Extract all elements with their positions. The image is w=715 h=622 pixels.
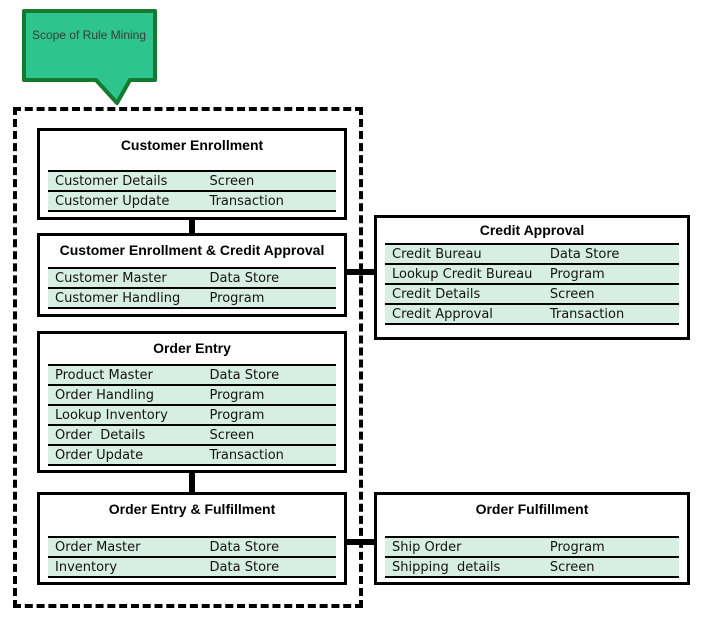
table-row: Shipping details Screen xyxy=(385,558,679,578)
rows-table: Product Master Data Store Order Handling… xyxy=(48,364,336,466)
box-order-fulfillment: Order Fulfillment Ship Order Program Shi… xyxy=(374,492,690,585)
row-name-cell: Customer Details xyxy=(55,173,168,189)
scope-callout-label: Scope of Rule Mining xyxy=(31,28,147,42)
row-name-cell: Customer Update xyxy=(55,193,170,209)
row-name-cell: Shipping details xyxy=(392,559,501,575)
box-customer-enrollment: Customer Enrollment Customer Details Scr… xyxy=(37,128,347,220)
box-customer-enrollment-credit-approval: Customer Enrollment & Credit Approval Cu… xyxy=(37,233,347,317)
rows-table: Customer Details Screen Customer Update … xyxy=(48,170,336,212)
table-row: Product Master Data Store xyxy=(48,366,336,386)
row-type-cell: Data Store xyxy=(549,246,620,262)
row-type-cell: Program xyxy=(209,407,265,423)
row-name-cell: Credit Bureau xyxy=(392,246,482,262)
callout-shape xyxy=(22,9,157,105)
row-name-cell: Ship Order xyxy=(392,539,462,555)
box-title: Credit Approval xyxy=(479,222,585,238)
row-name-cell: Credit Details xyxy=(392,286,481,302)
row-type-cell: Transaction xyxy=(209,193,284,209)
row-type-cell: Transaction xyxy=(549,306,625,322)
table-row: Ship Order Program xyxy=(385,538,679,558)
scope-callout-bubble xyxy=(22,9,157,105)
row-name-cell: Customer Master xyxy=(55,270,167,286)
table-row: Credit Details Screen xyxy=(385,285,679,305)
table-row: Order Details Screen xyxy=(48,426,336,446)
box-title: Customer Enrollment & Credit Approval xyxy=(59,242,325,258)
connector-order-entry-to-oe-fulfillment xyxy=(189,469,195,495)
row-name-cell: Product Master xyxy=(55,367,153,383)
row-name-cell: Inventory xyxy=(55,559,118,575)
row-type-cell: Program xyxy=(549,266,605,282)
connector-customer-enrollment-to-ce-ca xyxy=(189,216,195,237)
row-type-cell: Screen xyxy=(209,173,255,189)
row-name-cell: Lookup Credit Bureau xyxy=(392,266,533,282)
rows-table: Credit Bureau Data Store Lookup Credit B… xyxy=(385,243,679,325)
box-order-entry-fulfillment: Order Entry & Fulfillment Order Master D… xyxy=(37,492,347,585)
connector-ce-ca-to-credit-approval xyxy=(344,269,378,275)
box-title: Order Fulfillment xyxy=(475,501,589,517)
table-row: Order Update Transaction xyxy=(48,446,336,466)
row-type-cell: Data Store xyxy=(209,559,280,575)
row-name-cell: Order Details xyxy=(55,427,146,443)
table-row: Order Handling Program xyxy=(48,386,336,406)
row-name-cell: Order Update xyxy=(55,447,144,463)
rows-table: Customer Master Data Store Customer Hand… xyxy=(48,267,336,309)
table-row: Customer Update Transaction xyxy=(48,192,336,212)
box-order-entry: Order Entry Product Master Data Store Or… xyxy=(37,331,347,473)
row-type-cell: Screen xyxy=(549,559,595,575)
row-type-cell: Program xyxy=(209,290,265,306)
row-name-cell: Customer Handling xyxy=(55,290,181,306)
box-title: Order Entry xyxy=(153,340,231,356)
table-row: Lookup Inventory Program xyxy=(48,406,336,426)
box-title: Customer Enrollment xyxy=(120,137,264,153)
row-name-cell: Order Handling xyxy=(55,387,155,403)
row-type-cell: Data Store xyxy=(209,367,280,383)
table-row: Credit Approval Transaction xyxy=(385,305,679,325)
rows-table: Ship Order Program Shipping details Scre… xyxy=(385,536,679,578)
box-title: Order Entry & Fulfillment xyxy=(108,501,276,517)
box-credit-approval: Credit Approval Credit Bureau Data Store… xyxy=(374,215,690,340)
row-name-cell: Credit Approval xyxy=(392,306,493,322)
row-type-cell: Program xyxy=(209,387,265,403)
row-type-cell: Data Store xyxy=(209,270,280,286)
table-row: Customer Handling Program xyxy=(48,289,336,309)
table-row: Inventory Data Store xyxy=(48,558,336,578)
table-row: Credit Bureau Data Store xyxy=(385,245,679,265)
row-name-cell: Lookup Inventory xyxy=(55,407,168,423)
row-name-cell: Order Master xyxy=(55,539,141,555)
table-row: Customer Master Data Store xyxy=(48,269,336,289)
rows-table: Order Master Data Store Inventory Data S… xyxy=(48,536,336,578)
table-row: Lookup Credit Bureau Program xyxy=(385,265,679,285)
row-type-cell: Data Store xyxy=(209,539,280,555)
row-type-cell: Transaction xyxy=(209,447,284,463)
table-row: Customer Details Screen xyxy=(48,172,336,192)
row-type-cell: Screen xyxy=(209,427,255,443)
connector-oe-fulfillment-to-order-fulfillment xyxy=(344,539,378,545)
scope-boundary-dashed-rect xyxy=(13,107,363,608)
table-row: Order Master Data Store xyxy=(48,538,336,558)
row-type-cell: Screen xyxy=(549,286,595,302)
row-type-cell: Program xyxy=(549,539,605,555)
